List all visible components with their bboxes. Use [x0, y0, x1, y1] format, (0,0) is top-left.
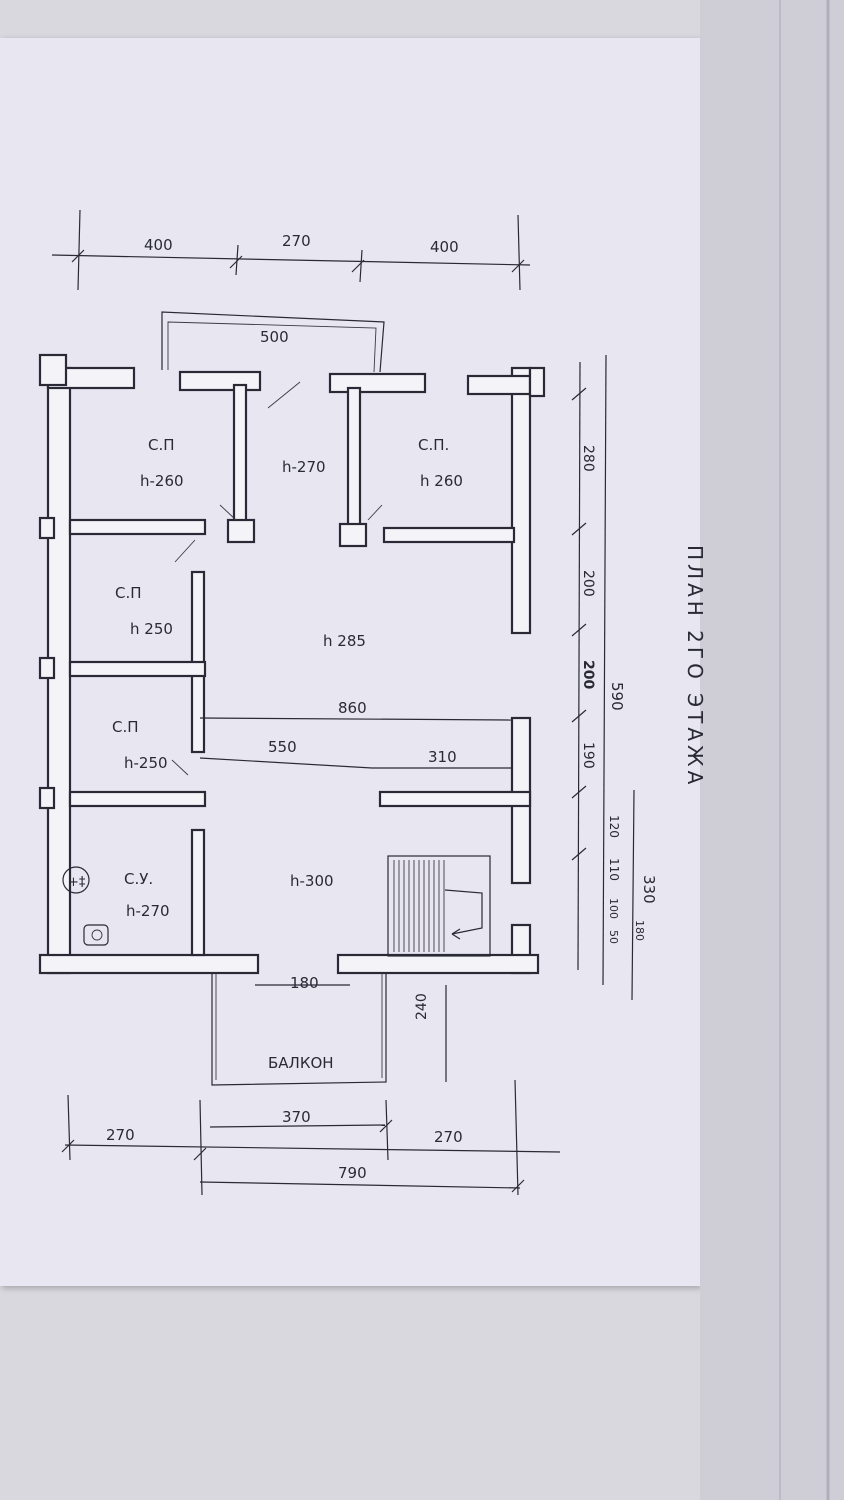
- dim-top-inner: 500: [260, 328, 289, 346]
- staircase: [387, 855, 491, 957]
- dim-right-1: 280: [580, 445, 596, 472]
- wall-bottom-right: [336, 953, 540, 975]
- dim-balcony-depth: 240: [414, 993, 430, 1020]
- wall-inner-h1: [68, 518, 207, 536]
- room-1-name: С.П: [148, 436, 175, 454]
- wall-inner-v4: [190, 828, 206, 957]
- dim-top-3: 400: [430, 238, 459, 256]
- room-4-name: С.П: [115, 584, 142, 602]
- wall-inner-v2: [346, 386, 362, 530]
- post-3: [38, 516, 56, 540]
- bathroom-fixtures: +‡: [62, 866, 109, 946]
- dim-right-2: 200: [580, 570, 596, 597]
- dim-interior-3: 310: [428, 748, 457, 766]
- balcony: [211, 973, 387, 1086]
- wall-top-2: [178, 370, 262, 392]
- room-6-height: h-250: [124, 754, 168, 772]
- top-bay: [161, 311, 385, 373]
- post-1: [226, 518, 256, 544]
- wall-top-3: [328, 372, 427, 394]
- balcony-name: БАЛКОН: [268, 1054, 334, 1072]
- dim-bottom-total: 790: [338, 1164, 367, 1182]
- wall-top-4: [466, 374, 532, 396]
- room-7-name: С.У.: [124, 870, 153, 888]
- wall-inner-v1: [232, 383, 248, 527]
- room-2-height: h-270: [282, 458, 326, 476]
- hall-height: h 285: [323, 632, 366, 650]
- room-7-height: h-270: [126, 902, 170, 920]
- room-3-name: С.П.: [418, 436, 449, 454]
- dim-right-8: 50: [607, 930, 620, 944]
- post-5: [38, 786, 56, 810]
- wall-inner-h2: [382, 526, 516, 544]
- wall-inner-h4: [68, 790, 207, 808]
- dim-bottom-2: 370: [282, 1108, 311, 1126]
- room-1-height: h-260: [140, 472, 184, 490]
- dim-right-total: 590: [608, 682, 626, 711]
- book-edge: [700, 0, 844, 1500]
- dim-bottom-3: 270: [434, 1128, 463, 1146]
- dim-right-3: 200: [580, 660, 596, 689]
- post-4: [38, 656, 56, 680]
- toilet-icon: [83, 924, 109, 946]
- room-3-height: h 260: [420, 472, 463, 490]
- plan-title: ПЛАН 2ГО ЭТАЖА: [683, 545, 707, 788]
- dim-right-5: 120: [607, 815, 621, 838]
- dim-right-9: 180: [633, 920, 646, 941]
- room-4-height: h 250: [130, 620, 173, 638]
- wall-bottom-left: [38, 953, 260, 975]
- dim-interior-2: 550: [268, 738, 297, 756]
- dim-interior-1: 860: [338, 699, 367, 717]
- wall-right-upper: [510, 366, 532, 635]
- dim-top-2: 270: [282, 232, 311, 250]
- dim-balcony-width: 180: [290, 974, 319, 992]
- room-6-name: С.П: [112, 718, 139, 736]
- dim-right-4: 190: [580, 742, 596, 769]
- wall-inner-h5: [378, 790, 532, 808]
- post-2: [338, 522, 368, 548]
- dim-top-1: 400: [144, 236, 173, 254]
- svg-text:+‡: +‡: [68, 875, 86, 890]
- dimension-lines: [51, 209, 635, 1196]
- dim-right-stair-total: 330: [640, 875, 658, 904]
- dim-right-6: 110: [607, 858, 621, 881]
- wall-inner-h3: [68, 660, 207, 678]
- walls: [38, 353, 546, 975]
- post-7: [38, 353, 68, 387]
- dim-bottom-1: 270: [106, 1126, 135, 1144]
- dim-right-7: 100: [607, 898, 620, 919]
- post-6: [528, 366, 546, 398]
- door-marks: [171, 381, 383, 776]
- shower-icon: [62, 866, 90, 894]
- lower-hall-height: h-300: [290, 872, 334, 890]
